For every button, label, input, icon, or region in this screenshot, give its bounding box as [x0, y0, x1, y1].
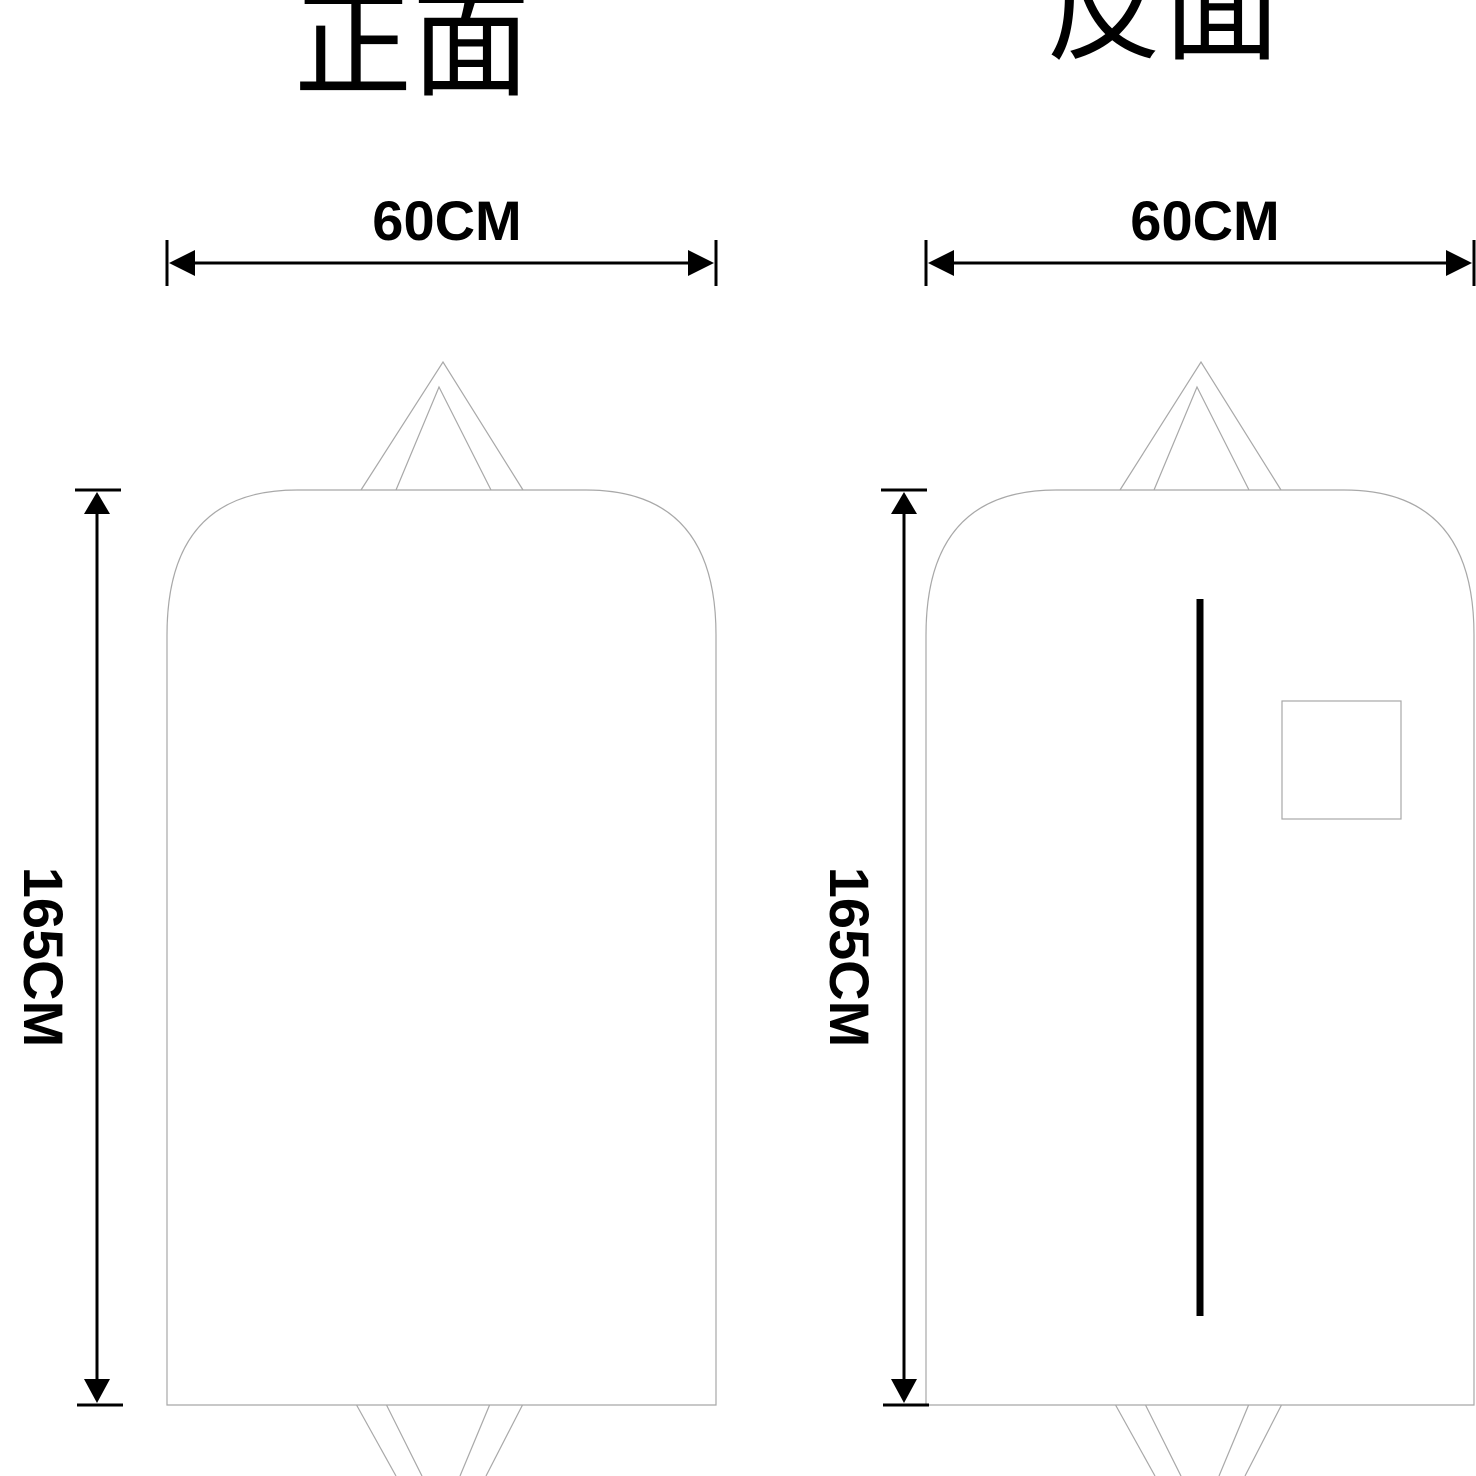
back-height-dimension: 165CM [818, 488, 929, 1407]
front-bag-body [166, 489, 717, 1406]
back-top-strap [1119, 360, 1282, 491]
back-height-arrow-top [891, 492, 917, 514]
front-height-arrow-bottom [84, 1379, 110, 1403]
back-width-dimension: 60CM [924, 189, 1476, 286]
front-width-arrow-right [688, 250, 714, 276]
front-width-label: 60CM [372, 189, 521, 252]
front-width-dimension: 60CM [165, 189, 718, 286]
front-title: 正面 [294, 0, 530, 114]
front-height-arrow-top [84, 492, 110, 514]
back-width-label: 60CM [1130, 189, 1279, 252]
back-width-arrow-left [928, 250, 954, 276]
front-bottom-strap [355, 1403, 524, 1476]
back-height-arrow-bottom [891, 1379, 917, 1403]
front-view: 正面 60CM [12, 0, 718, 1476]
front-top-strap [360, 360, 524, 491]
back-width-arrow-right [1446, 250, 1472, 276]
front-height-label: 165CM [12, 867, 75, 1048]
front-width-arrow-left [169, 250, 195, 276]
front-height-dimension: 165CM [12, 488, 123, 1407]
back-bottom-strap [1114, 1403, 1283, 1476]
back-view: 反面 60CM [818, 0, 1476, 1476]
back-height-label: 165CM [818, 867, 881, 1048]
back-title: 反面 [1045, 0, 1281, 78]
back-label-window [1281, 700, 1402, 820]
